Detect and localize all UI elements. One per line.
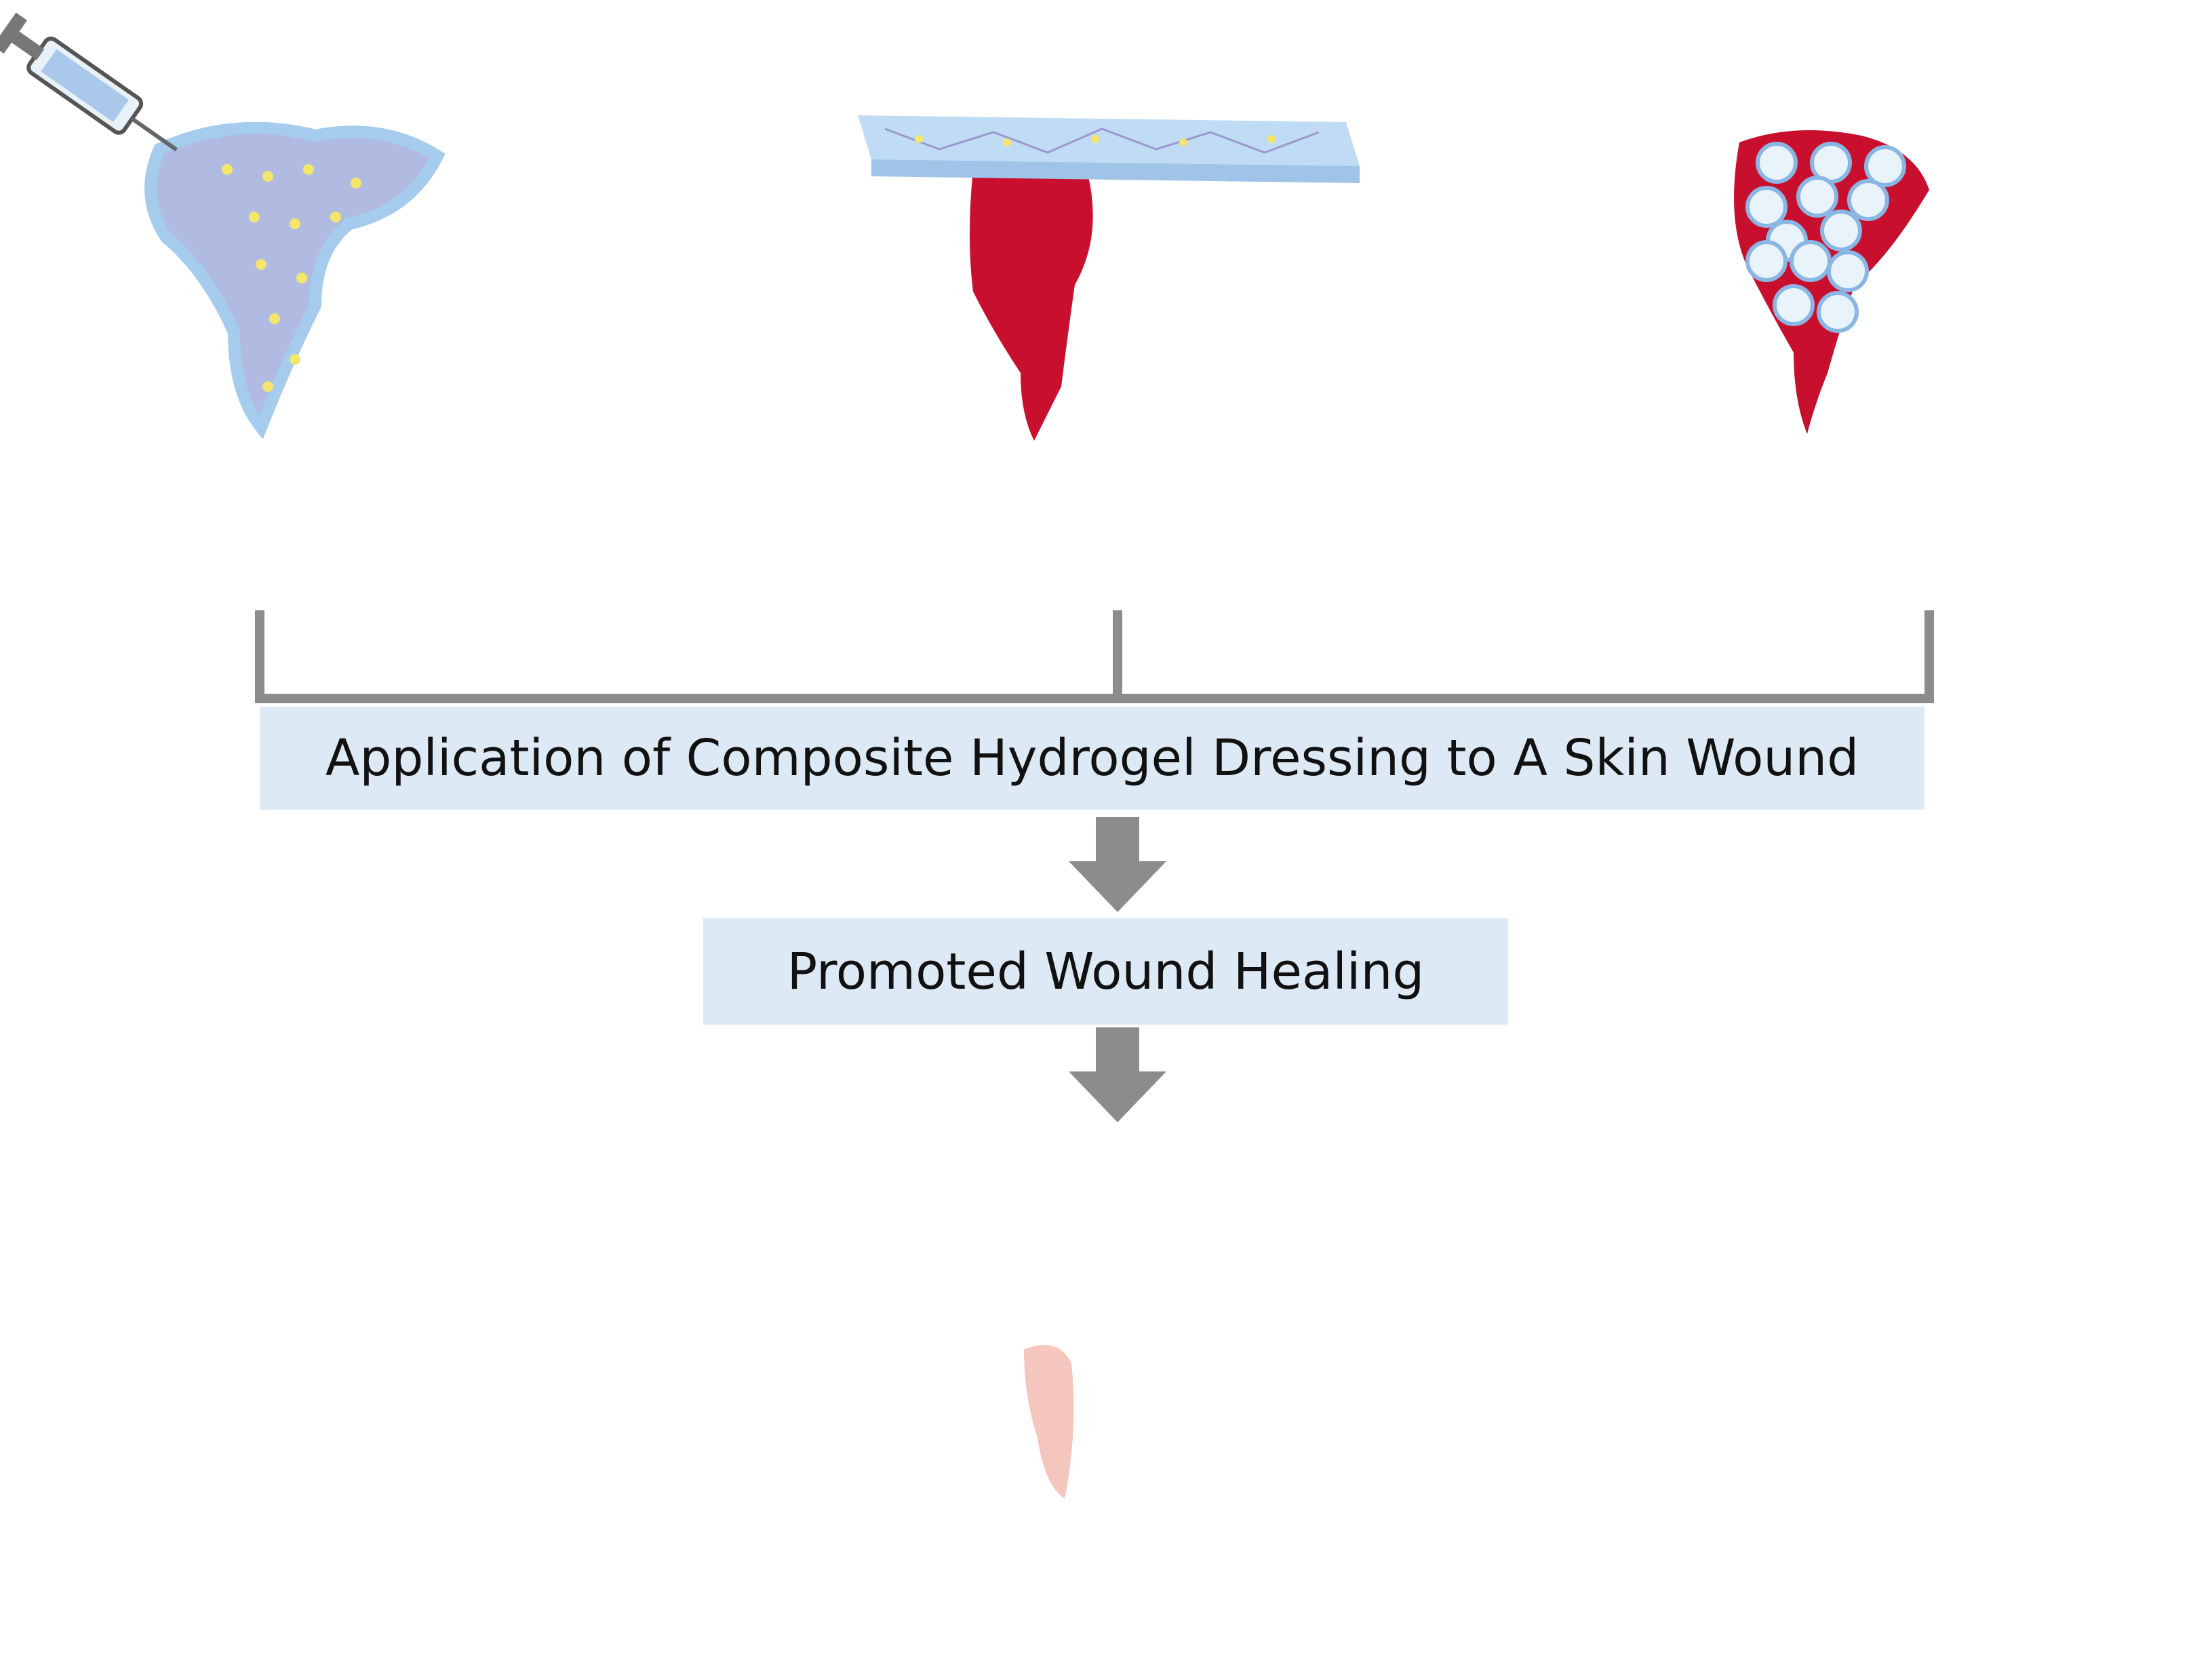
microsphere-hydrogel-panel bbox=[1734, 130, 1929, 434]
microspheres bbox=[1745, 142, 1906, 333]
healed-skin-panel bbox=[1024, 1345, 1074, 1499]
bracket bbox=[255, 610, 1934, 703]
blood-clot bbox=[970, 164, 1093, 441]
hydrogel-injected bbox=[144, 121, 446, 439]
healing-label: Promoted Wound Healing bbox=[703, 918, 1508, 1025]
down-arrow-1 bbox=[1069, 817, 1166, 912]
syringe-icon bbox=[0, 12, 178, 152]
hydrogel-sheet bbox=[858, 115, 1360, 166]
healed-wound-scar bbox=[1024, 1345, 1074, 1499]
down-arrow-2 bbox=[1069, 1027, 1166, 1122]
injectable-hydrogel-panel bbox=[144, 121, 446, 439]
application-label: Application of Composite Hydrogel Dressi… bbox=[260, 707, 1924, 810]
sheet-hydrogel-panel bbox=[858, 115, 1360, 441]
